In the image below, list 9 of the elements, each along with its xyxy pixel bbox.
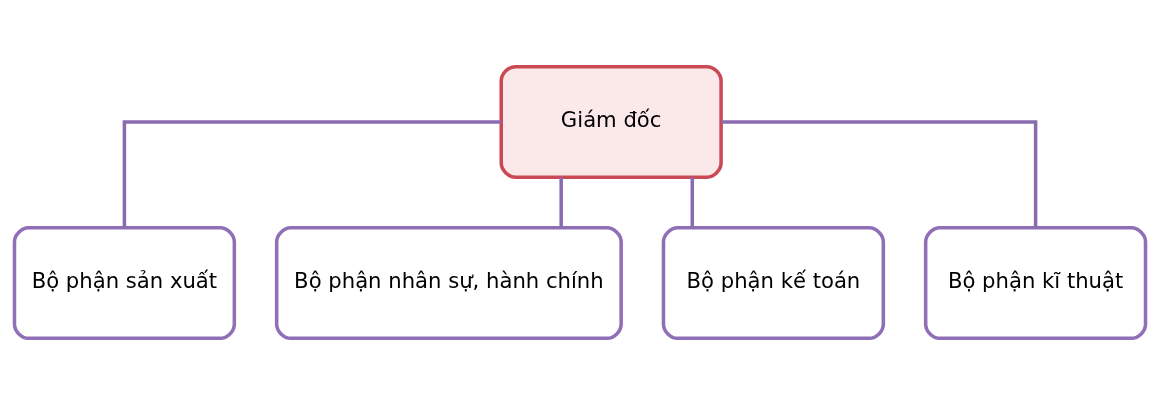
- node-box: Bộ phận nhân sự, hành chính: [274, 225, 623, 340]
- connector: [122, 119, 501, 228]
- node-box: Bộ phận sản xuất: [12, 225, 237, 340]
- connector: [559, 176, 563, 227]
- node-box: Giám đốc: [499, 64, 723, 179]
- node-box: Bộ phận kế toán: [661, 225, 886, 340]
- connector: [690, 176, 695, 227]
- node-box: Bộ phận kĩ thuật: [923, 225, 1148, 340]
- connector: [721, 119, 1038, 228]
